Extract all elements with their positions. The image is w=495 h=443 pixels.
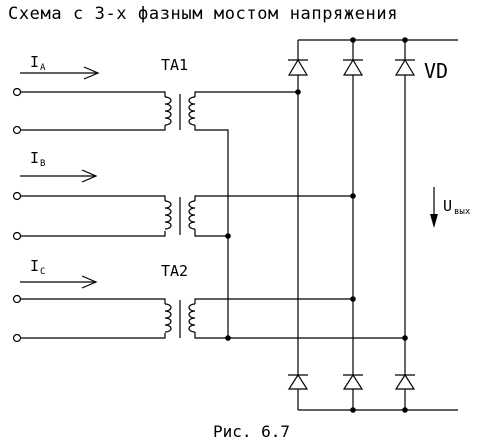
current-arrow-c <box>20 275 98 289</box>
terminal-c2 <box>12 333 22 343</box>
diode-lower-3 <box>394 373 416 390</box>
diagram-title: Схема с 3-х фазным мостом напряжения <box>8 4 398 24</box>
label-vd: VD <box>424 59 448 83</box>
diode-upper-3 <box>394 58 416 76</box>
primary-wiring <box>21 91 166 339</box>
current-arrow-a <box>20 66 100 80</box>
input-terminals <box>12 87 22 343</box>
diode-upper-2 <box>342 58 364 76</box>
label-ia-sub: A <box>40 63 46 73</box>
terminal-a1 <box>12 87 22 97</box>
label-ic-sub: C <box>40 267 45 277</box>
label-ia: I <box>30 53 39 71</box>
output-voltage-arrow <box>430 187 438 228</box>
diode-upper-1 <box>287 58 309 76</box>
terminal-a2 <box>12 125 22 135</box>
label-ib-sub: B <box>40 159 45 169</box>
label-uout: U <box>443 197 452 215</box>
figure-caption: Рис. 6.7 <box>213 422 290 441</box>
junction-dots <box>225 37 408 413</box>
diode-lower-2 <box>342 373 364 390</box>
terminal-c1 <box>12 294 22 304</box>
terminal-b2 <box>12 231 22 241</box>
label-ib: I <box>30 149 39 167</box>
transformer-ta1 <box>164 94 196 130</box>
transformer-ta2 <box>164 300 196 338</box>
label-uout-sub: вых <box>454 207 471 217</box>
terminal-b1 <box>12 191 22 201</box>
diode-lower-1 <box>287 373 309 390</box>
label-ta2: TA2 <box>161 262 188 280</box>
label-ic: I <box>30 257 39 275</box>
secondary-wiring <box>194 91 405 339</box>
bridge-rails <box>297 39 458 411</box>
current-arrow-b <box>20 169 98 183</box>
label-ta1: TA1 <box>161 56 188 74</box>
transformer-tb <box>164 197 196 235</box>
